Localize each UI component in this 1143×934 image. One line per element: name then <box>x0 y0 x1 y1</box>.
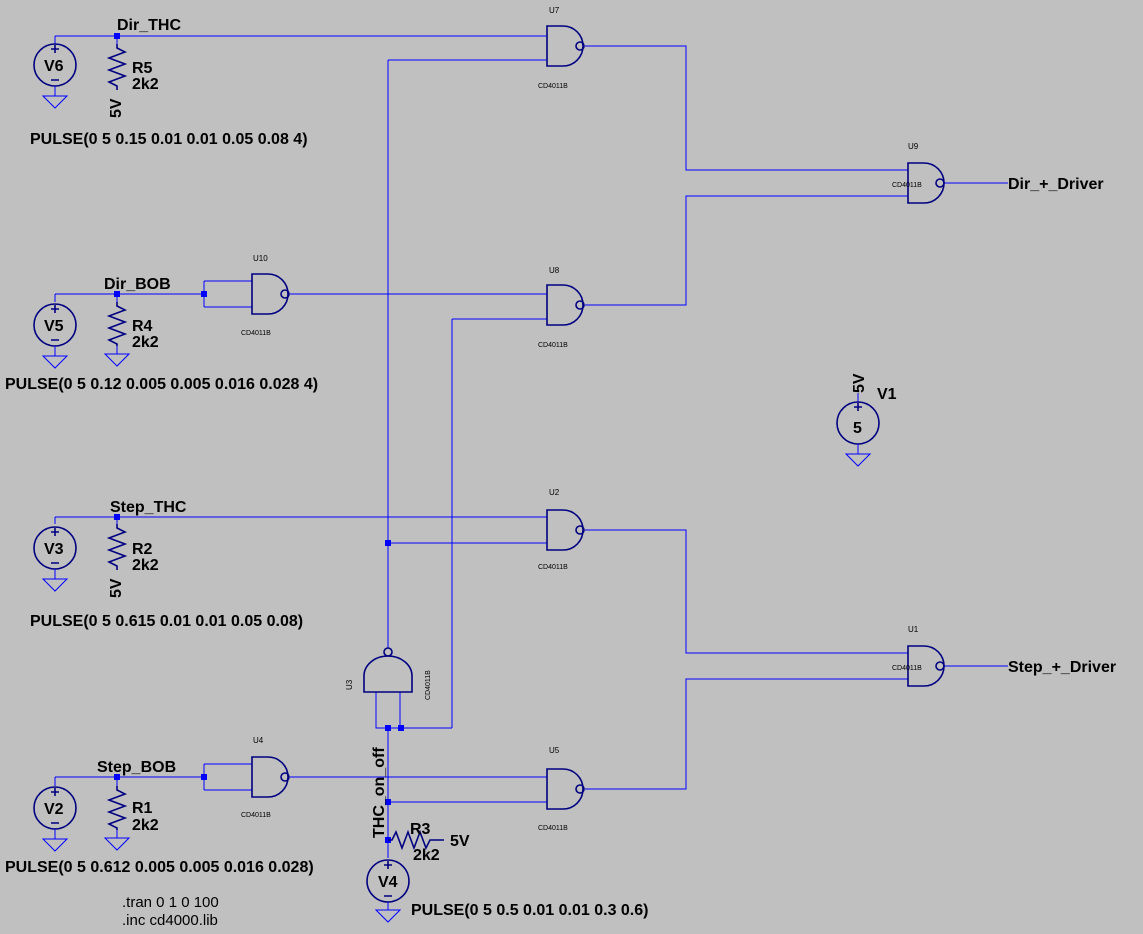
resistor-id-r1: R1 <box>132 800 153 817</box>
net-label-step-bob: Step_BOB <box>97 759 176 776</box>
wires <box>54 35 1008 858</box>
resistor-r5[interactable]: R5 2k2 5V <box>106 44 159 118</box>
spice-directive-tran: .tran 0 1 0 100 <box>122 894 219 911</box>
resistor-value-r1: 2k2 <box>132 817 159 834</box>
gate-u2[interactable]: U2 CD4011B <box>538 488 585 571</box>
resistor-id-r2: R2 <box>132 541 153 558</box>
source-v1[interactable]: 5 V1 5V <box>836 373 897 467</box>
gate-id-u3: U3 <box>345 679 354 690</box>
resistor-r4[interactable]: R4 2k2 <box>103 302 159 367</box>
pulse-spec-v6: PULSE(0 5 0.15 0.01 0.01 0.05 0.08 4) <box>30 131 308 148</box>
gate-model-u7: CD4011B <box>538 83 568 90</box>
net-label-dir-thc: Dir_THC <box>117 17 181 34</box>
resistor-value-r2: 2k2 <box>132 557 159 574</box>
gate-id-u5: U5 <box>549 746 560 755</box>
gate-id-u8: U8 <box>549 266 560 275</box>
source-value-v1: 5 <box>853 420 862 437</box>
gate-model-u9: CD4011B <box>892 182 922 189</box>
resistor-r2[interactable]: R2 2k2 5V <box>106 524 159 598</box>
net-5v-r2: 5V <box>108 578 125 598</box>
resistor-value-r4: 2k2 <box>132 334 159 351</box>
gate-id-u9: U9 <box>908 142 919 151</box>
source-id-v2: V2 <box>44 801 64 818</box>
resistor-id-r3: R3 <box>410 821 431 838</box>
gate-u4[interactable]: U4 CD4011B <box>241 736 290 819</box>
gate-model-u10: CD4011B <box>241 330 271 337</box>
gate-model-u4: CD4011B <box>241 812 271 819</box>
source-v3[interactable]: V3 <box>33 526 77 592</box>
net-label-step-driver: Step_+_Driver <box>1008 659 1116 676</box>
gate-id-u7: U7 <box>549 6 560 15</box>
gate-id-u1: U1 <box>908 625 919 634</box>
net-label-dir-bob: Dir_BOB <box>104 276 171 293</box>
resistor-id-r5: R5 <box>132 60 153 77</box>
source-id-v5: V5 <box>44 318 64 335</box>
gate-model-u5: CD4011B <box>538 825 568 832</box>
resistor-value-r3: 2k2 <box>413 847 440 864</box>
net-label-thc-on-off: THC_on_off <box>371 747 388 838</box>
gate-id-u2: U2 <box>549 488 560 497</box>
net-5v-v1: 5V <box>851 373 868 393</box>
gate-model-u2: CD4011B <box>538 564 568 571</box>
resistor-id-r4: R4 <box>132 318 153 335</box>
resistor-value-r5: 2k2 <box>132 76 159 93</box>
source-v5[interactable]: V5 <box>33 303 77 369</box>
gate-u9[interactable]: U9 CD4011B <box>892 142 945 204</box>
gate-model-u1: CD4011B <box>892 665 922 672</box>
net-5v-r5: 5V <box>108 98 125 118</box>
junctions <box>114 33 404 843</box>
pulse-spec-v2: PULSE(0 5 0.612 0.005 0.005 0.016 0.028) <box>5 859 314 876</box>
gate-id-u4: U4 <box>253 736 264 745</box>
source-id-v1: V1 <box>877 386 897 403</box>
pulse-spec-v5: PULSE(0 5 0.12 0.005 0.005 0.016 0.028 4… <box>5 376 318 393</box>
source-v4[interactable]: V4 <box>366 859 410 923</box>
gate-u5[interactable]: U5 CD4011B <box>538 746 585 832</box>
gate-u1[interactable]: U1 CD4011B <box>892 625 945 687</box>
net-label-dir-driver: Dir_+_Driver <box>1008 176 1104 193</box>
resistor-r3[interactable]: R3 2k2 5V <box>388 821 470 864</box>
source-v2[interactable]: V2 <box>33 786 77 852</box>
gate-u7[interactable]: U7 CD4011B <box>538 6 585 90</box>
source-id-v4: V4 <box>378 874 398 891</box>
net-5v-r3: 5V <box>450 833 470 850</box>
gate-model-u8: CD4011B <box>538 342 568 349</box>
gate-u3[interactable]: U3 CD4011B <box>345 647 432 700</box>
gate-model-u3: CD4011B <box>425 670 432 700</box>
pulse-spec-v3: PULSE(0 5 0.615 0.01 0.01 0.05 0.08) <box>30 613 303 630</box>
pulse-spec-v4: PULSE(0 5 0.5 0.01 0.01 0.3 0.6) <box>411 902 648 919</box>
gate-id-u10: U10 <box>253 254 268 263</box>
net-label-step-thc: Step_THC <box>110 499 187 516</box>
gate-u10[interactable]: U10 CD4011B <box>241 254 290 337</box>
spice-directive-inc: .inc cd4000.lib <box>122 912 218 929</box>
gate-u8[interactable]: U8 CD4011B <box>538 266 585 349</box>
source-id-v6: V6 <box>44 58 64 75</box>
source-id-v3: V3 <box>44 541 64 558</box>
resistor-r1[interactable]: R1 2k2 <box>103 786 159 851</box>
source-v6[interactable]: V6 <box>33 43 77 109</box>
